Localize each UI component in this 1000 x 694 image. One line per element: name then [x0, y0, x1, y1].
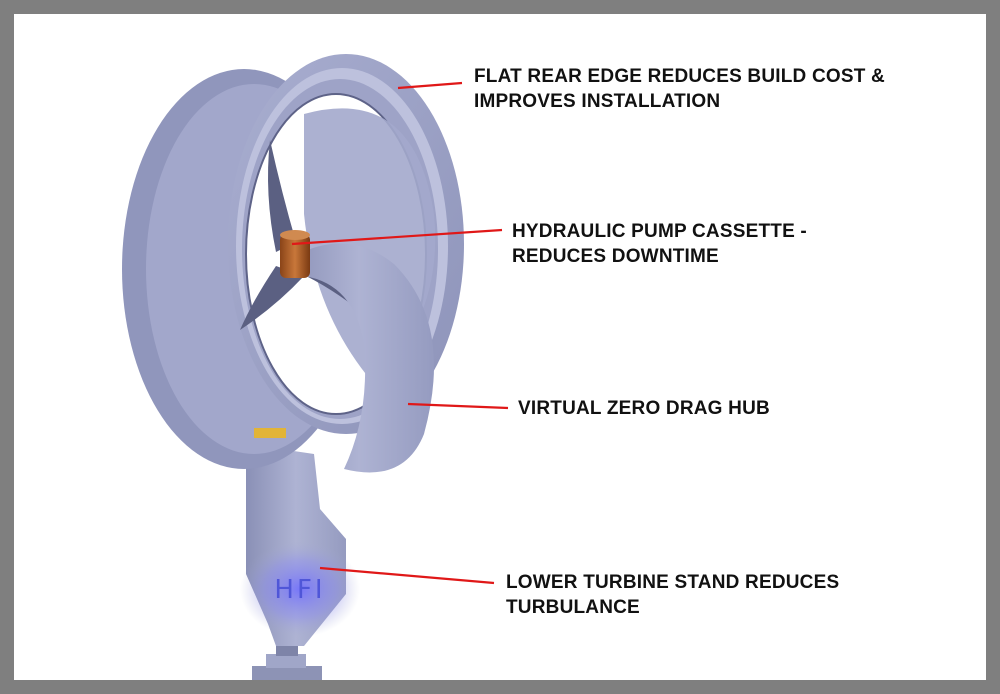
logo-text: HFI: [274, 575, 325, 605]
turbine-illustration: HFI: [122, 54, 509, 680]
callout-rear-edge: FLAT REAR EDGE REDUCES BUILD COST & IMPR…: [474, 64, 885, 114]
callout-pump-cassette: HYDRAULIC PUMP CASSETTE - REDUCES DOWNTI…: [512, 219, 807, 269]
callout-pump-cassette-line2: REDUCES DOWNTIME: [512, 246, 719, 267]
callout-stand: LOWER TURBINE STAND REDUCES TURBULANCE: [506, 570, 839, 620]
leader-line-pump-cassette: [291, 228, 503, 246]
leader-line-stand: [319, 566, 495, 585]
callout-rear-edge-line1: FLAT REAR EDGE REDUCES BUILD COST &: [474, 66, 885, 87]
base-mount: [252, 642, 322, 680]
callout-pump-cassette-line1: HYDRAULIC PUMP CASSETTE -: [512, 221, 807, 242]
zero-drag-hub: [284, 243, 434, 473]
leader-line-drag-hub: [407, 402, 509, 410]
pump-cassette: [280, 230, 310, 278]
diagram-canvas: HFI FLAT REAR EDGE REDUCES BUILD COST & …: [14, 14, 986, 680]
callout-rear-edge-line2: IMPROVES INSTALLATION: [474, 91, 721, 112]
callout-drag-hub: VIRTUAL ZERO DRAG HUB: [518, 396, 770, 421]
callout-stand-line2: TURBULANCE: [506, 597, 640, 618]
logo-glow: [240, 541, 360, 637]
warning-label: [254, 428, 286, 438]
callout-stand-line1: LOWER TURBINE STAND REDUCES: [506, 572, 840, 593]
callout-drag-hub-line1: VIRTUAL ZERO DRAG HUB: [518, 398, 770, 419]
leader-line-rear-edge: [397, 81, 463, 90]
